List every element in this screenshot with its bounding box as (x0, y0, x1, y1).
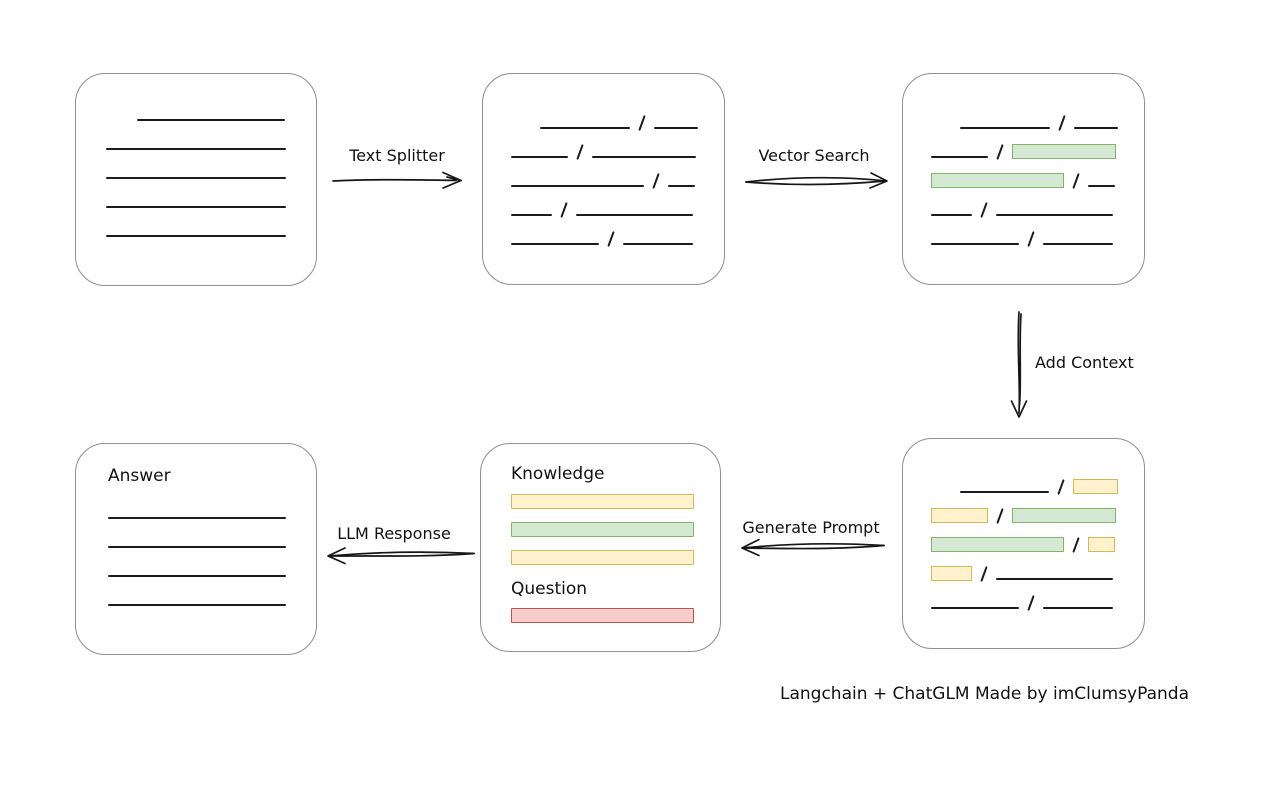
text-line (959, 491, 1050, 493)
doc-row (511, 187, 698, 218)
text-line (106, 235, 286, 237)
yellow-bar (511, 494, 694, 509)
vector-search-arrow (745, 172, 888, 189)
yellow-highlight-box (1088, 537, 1115, 552)
text-line (106, 206, 286, 208)
text-line (931, 607, 1019, 609)
doc-row (931, 100, 1118, 131)
document-card (75, 73, 317, 286)
red-bar (511, 608, 694, 623)
yellow-bar (511, 550, 694, 565)
green-bar (511, 522, 694, 537)
text-line (931, 243, 1019, 245)
doc-row (511, 100, 698, 131)
slash-separator (1027, 595, 1035, 611)
text-line (106, 148, 286, 150)
matched-chunks-card (902, 73, 1145, 285)
question-title: Question (511, 579, 588, 599)
text-line (996, 214, 1113, 216)
text-line (931, 214, 972, 216)
knowledge-bars (511, 494, 694, 565)
text-line (654, 127, 698, 129)
yellow-highlight-box (1073, 479, 1118, 494)
text-line (1043, 607, 1113, 609)
text-line (996, 578, 1113, 580)
matched-chunk-lines (903, 74, 1144, 247)
text-line (108, 546, 286, 548)
doc-row (108, 519, 288, 548)
text-line (511, 156, 568, 158)
text-line (108, 517, 286, 519)
text-line (511, 185, 644, 187)
doc-row (108, 490, 288, 519)
text-line (108, 575, 286, 577)
doc-row (106, 121, 288, 150)
generate-prompt-label: Generate Prompt (742, 518, 880, 537)
text-line (960, 127, 1050, 129)
context-chunks-card (902, 438, 1145, 649)
doc-row (511, 129, 698, 160)
doc-row (106, 150, 288, 179)
doc-row (106, 92, 288, 121)
green-highlight-box (931, 537, 1064, 552)
text-line (592, 156, 696, 158)
doc-row (108, 548, 288, 577)
text-line (1074, 127, 1118, 129)
add-context-label: Add Context (1035, 353, 1134, 372)
doc-row (511, 158, 698, 189)
doc-row (931, 216, 1118, 247)
document-lines (76, 74, 316, 237)
text-line (1043, 243, 1113, 245)
llm-response-arrow (327, 547, 475, 565)
text-line (623, 243, 693, 245)
text-line (668, 185, 695, 187)
knowledge-title: Knowledge (511, 464, 605, 484)
split-chunks-card (482, 73, 725, 285)
slash-separator (607, 231, 615, 247)
doc-row (108, 577, 288, 606)
text-splitter-label: Text Splitter (349, 146, 445, 165)
doc-row (931, 493, 1118, 524)
doc-row (931, 580, 1118, 611)
add-context-arrow (1010, 311, 1028, 418)
context-chunk-lines (903, 439, 1144, 611)
text-line (540, 127, 630, 129)
diagram-caption: Langchain + ChatGLM Made by imClumsyPand… (780, 684, 1189, 704)
generate-prompt-arrow (741, 538, 885, 557)
text-line (931, 156, 988, 158)
text-line (511, 243, 599, 245)
text-line (137, 119, 285, 121)
chunk-lines (483, 74, 724, 247)
text-line (106, 177, 286, 179)
green-highlight-box (1012, 508, 1116, 523)
doc-row (931, 129, 1118, 160)
doc-row (931, 522, 1118, 553)
text-line (1088, 185, 1115, 187)
text-line (108, 604, 286, 606)
slash-separator (1027, 231, 1035, 247)
llm-response-label: LLM Response (337, 524, 451, 543)
doc-row (931, 551, 1118, 582)
text-splitter-arrow (332, 171, 462, 189)
doc-row (931, 158, 1118, 189)
yellow-highlight-box (931, 508, 988, 523)
doc-row (511, 216, 698, 247)
green-highlight-box (931, 173, 1064, 188)
text-line (576, 214, 693, 216)
answer-lines (108, 490, 288, 606)
question-bars (511, 608, 694, 623)
green-highlight-box (1012, 144, 1116, 159)
yellow-highlight-box (931, 566, 972, 581)
vector-search-label: Vector Search (758, 146, 870, 165)
doc-row (106, 179, 288, 208)
doc-row (106, 208, 288, 237)
doc-row (931, 187, 1118, 218)
answer-card: Answer (75, 443, 317, 655)
doc-row (931, 464, 1118, 495)
text-line (511, 214, 552, 216)
prompt-card: Knowledge Question (480, 443, 721, 652)
answer-title: Answer (108, 466, 171, 486)
